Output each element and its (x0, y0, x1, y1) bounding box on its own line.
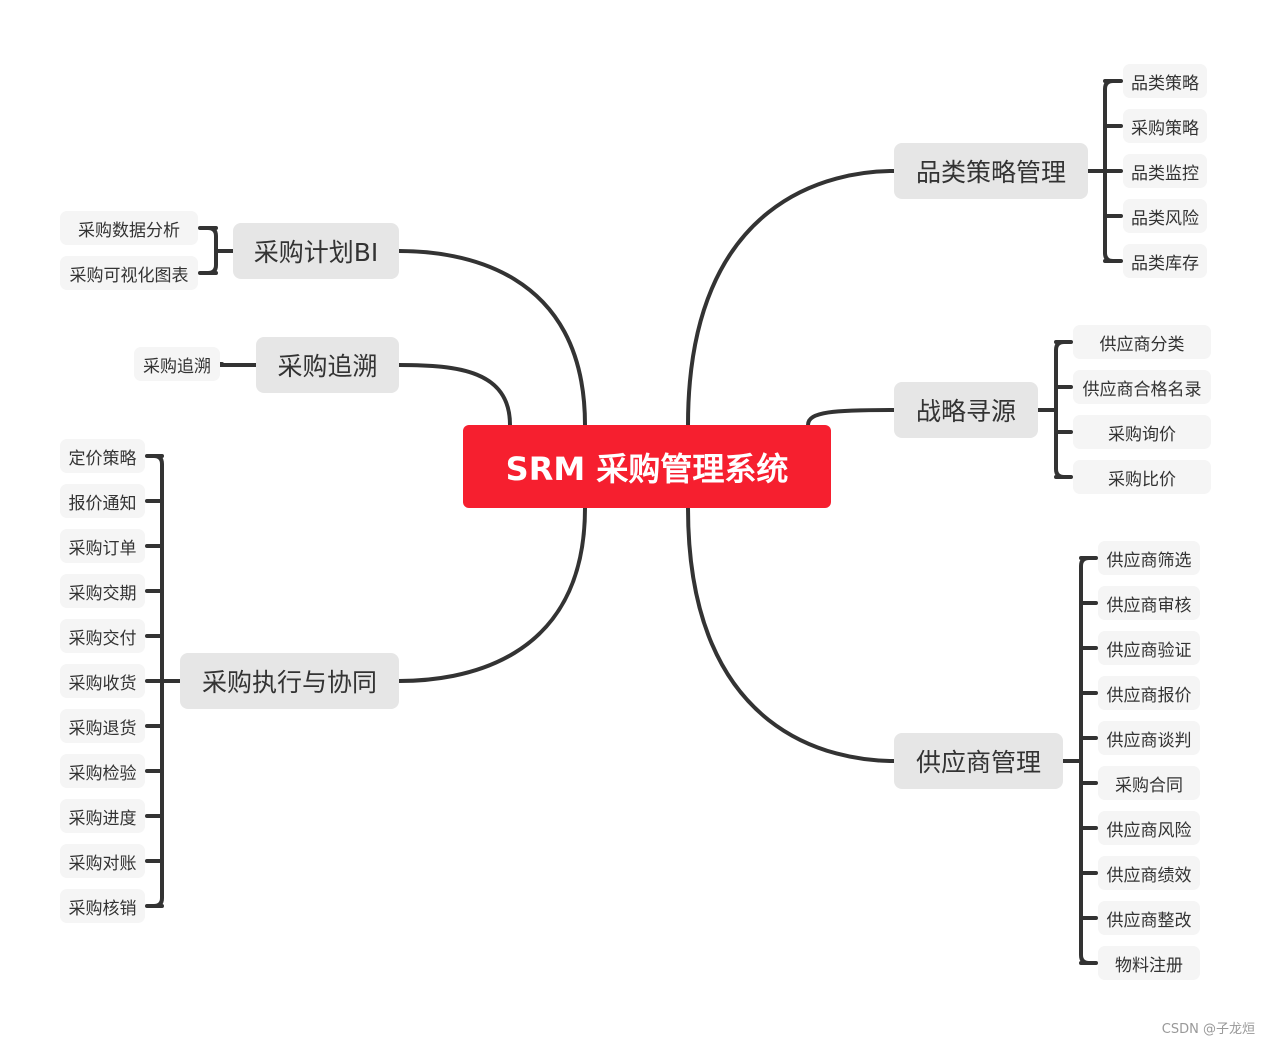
leaf-bi-1[interactable]: 采购可视化图表 (60, 256, 198, 290)
leaf-trace-0[interactable]: 采购追溯 (134, 347, 220, 381)
leaf-supplier-2[interactable]: 供应商验证 (1098, 631, 1200, 665)
branch-supplier[interactable]: 供应商管理 (894, 733, 1063, 789)
leaf-category-2[interactable]: 品类监控 (1123, 154, 1207, 188)
leaf-exec-7[interactable]: 采购检验 (60, 754, 145, 788)
leaf-exec-3[interactable]: 采购交期 (60, 574, 145, 608)
bracket-supplier (1079, 556, 1091, 965)
leaf-sourcing-2[interactable]: 采购询价 (1073, 415, 1211, 449)
leaf-category-1[interactable]: 采购策略 (1123, 109, 1207, 143)
leaf-exec-6[interactable]: 采购退货 (60, 709, 145, 743)
bracket-bi (206, 226, 218, 275)
root-link-trace (397, 363, 512, 427)
branch-sourcing[interactable]: 战略寻源 (894, 382, 1038, 438)
leaf-supplier-1[interactable]: 供应商审核 (1098, 586, 1200, 620)
leaf-exec-8[interactable]: 采购进度 (60, 799, 145, 833)
watermark: CSDN @子龙烜 (1161, 1022, 1255, 1037)
leaf-supplier-8[interactable]: 供应商整改 (1098, 901, 1200, 935)
root-link-bi (397, 249, 587, 427)
leaf-exec-1[interactable]: 报价通知 (60, 484, 145, 518)
leaf-supplier-9[interactable]: 物料注册 (1098, 946, 1200, 980)
leaf-supplier-4[interactable]: 供应商谈判 (1098, 721, 1200, 755)
branch-category[interactable]: 品类策略管理 (894, 143, 1088, 199)
root-link-exec (397, 506, 587, 683)
leaf-sourcing-3[interactable]: 采购比价 (1073, 460, 1211, 494)
leaf-sourcing-0[interactable]: 供应商分类 (1073, 325, 1211, 359)
leaf-exec-9[interactable]: 采购对账 (60, 844, 145, 878)
root-link-supplier (686, 506, 896, 763)
root-link-sourcing (806, 408, 896, 427)
leaf-exec-10[interactable]: 采购核销 (60, 889, 145, 923)
root-node[interactable]: SRM 采购管理系统 (463, 425, 831, 508)
leaf-supplier-3[interactable]: 供应商报价 (1098, 676, 1200, 710)
branch-exec[interactable]: 采购执行与协同 (180, 653, 399, 709)
leaf-supplier-5[interactable]: 采购合同 (1098, 766, 1200, 800)
leaf-exec-2[interactable]: 采购订单 (60, 529, 145, 563)
branch-bi[interactable]: 采购计划BI (233, 223, 399, 279)
leaf-category-0[interactable]: 品类策略 (1123, 64, 1207, 98)
leaf-supplier-6[interactable]: 供应商风险 (1098, 811, 1200, 845)
leaf-supplier-7[interactable]: 供应商绩效 (1098, 856, 1200, 890)
leaf-category-4[interactable]: 品类库存 (1123, 244, 1207, 278)
leaf-bi-0[interactable]: 采购数据分析 (60, 211, 198, 245)
leaf-exec-4[interactable]: 采购交付 (60, 619, 145, 653)
leaf-exec-5[interactable]: 采购收货 (60, 664, 145, 698)
leaf-exec-0[interactable]: 定价策略 (60, 439, 145, 473)
leaf-category-3[interactable]: 品类风险 (1123, 199, 1207, 233)
leaf-supplier-0[interactable]: 供应商筛选 (1098, 541, 1200, 575)
bracket-sourcing (1054, 340, 1066, 479)
branch-trace[interactable]: 采购追溯 (256, 337, 399, 393)
root-link-category (686, 169, 896, 427)
leaf-sourcing-1[interactable]: 供应商合格名录 (1073, 370, 1211, 404)
